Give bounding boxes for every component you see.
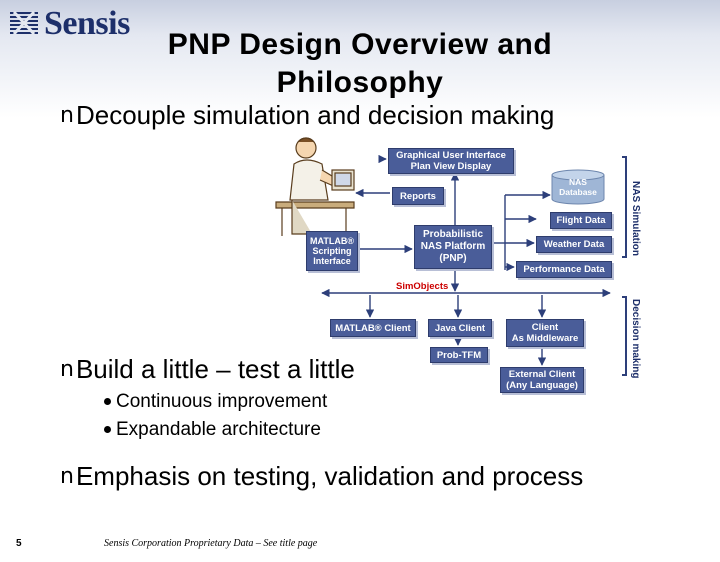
simobjects-label: SimObjects	[396, 281, 449, 292]
decision-making-label: Decision making	[630, 299, 641, 379]
header-band	[0, 0, 720, 118]
java-client-box: Java Client	[428, 319, 492, 337]
page-title: PNP Design Overview and Philosophy	[120, 26, 600, 102]
reports-box: Reports	[392, 187, 444, 205]
flight-data-label: Flight Data	[556, 215, 606, 226]
bullet-marker: n	[60, 464, 74, 489]
bullet-emphasis: n Emphasis on testing, validation and pr…	[60, 461, 583, 492]
prob-tfm-label: Prob-TFM	[436, 349, 482, 361]
external-client-label: External Client (Any Language)	[506, 369, 578, 391]
sub-bullet-text: Continuous improvement	[116, 391, 328, 412]
architecture-diagram: Graphical User Interface Plan View Displ…	[270, 135, 650, 395]
performance-data-label: Performance Data	[523, 264, 605, 275]
bullet-build-little: n Build a little – test a little	[60, 354, 355, 385]
diagram-connectors	[321, 154, 627, 376]
matlab-scripting-box: MATLAB® Scripting Interface	[306, 231, 358, 271]
java-client-label: Java Client	[434, 322, 486, 334]
page-number: 5	[16, 538, 22, 549]
bullet-dot-icon	[104, 425, 111, 433]
logo-text: Sensis	[44, 5, 130, 42]
flight-data-box: Flight Data	[550, 212, 612, 229]
bullet-text: Build a little – test a little	[75, 354, 355, 384]
reports-label: Reports	[400, 190, 436, 202]
gui-plan-view-box: Graphical User Interface Plan View Displ…	[388, 148, 514, 174]
external-client-box: External Client (Any Language)	[500, 367, 584, 393]
database-cylinder-icon	[551, 169, 605, 205]
title-line-2: Philosophy	[276, 66, 444, 99]
pnp-box: Probabilistic NAS Platform (PNP)	[414, 225, 492, 269]
bullet-text: Decouple simulation and decision making	[75, 100, 555, 130]
sub-bullet-continuous: Continuous improvement	[104, 391, 327, 413]
matlab-scripting-label: MATLAB® Scripting Interface	[310, 236, 354, 266]
sub-bullet-expandable: Expandable architecture	[104, 419, 321, 441]
matlab-client-box: MATLAB® Client	[330, 319, 416, 337]
bullet-dot-icon	[104, 397, 111, 405]
nas-database-label: NAS Database	[559, 177, 597, 197]
footer-notice: Sensis Corporation Proprietary Data – Se…	[104, 538, 318, 549]
performance-data-box: Performance Data	[516, 261, 612, 278]
client-middleware-box: Client As Middleware	[506, 319, 584, 347]
sensis-logo-mark-icon	[10, 10, 38, 36]
sensis-logo: Sensis	[8, 4, 130, 44]
weather-data-box: Weather Data	[536, 236, 612, 253]
client-middleware-label: Client As Middleware	[511, 322, 579, 344]
person-at-computer-icon	[275, 137, 355, 236]
gui-plan-view-label: Graphical User Interface Plan View Displ…	[396, 150, 506, 172]
title-line-1: PNP Design Overview and	[167, 28, 553, 61]
matlab-client-label: MATLAB® Client	[335, 322, 411, 334]
bullet-decouple: n Decouple simulation and decision makin…	[60, 100, 554, 131]
nas-database: NAS Database	[550, 169, 606, 205]
nas-simulation-label: NAS Simulation	[630, 181, 641, 257]
bullet-marker: n	[60, 357, 74, 382]
bullet-marker: n	[60, 103, 74, 128]
bullet-text: Emphasis on testing, validation and proc…	[75, 461, 584, 491]
pnp-label: Probabilistic NAS Platform (PNP)	[420, 229, 486, 264]
sub-bullet-text: Expandable architecture	[116, 419, 321, 440]
weather-data-label: Weather Data	[543, 239, 605, 250]
prob-tfm-box: Prob-TFM	[430, 347, 488, 363]
